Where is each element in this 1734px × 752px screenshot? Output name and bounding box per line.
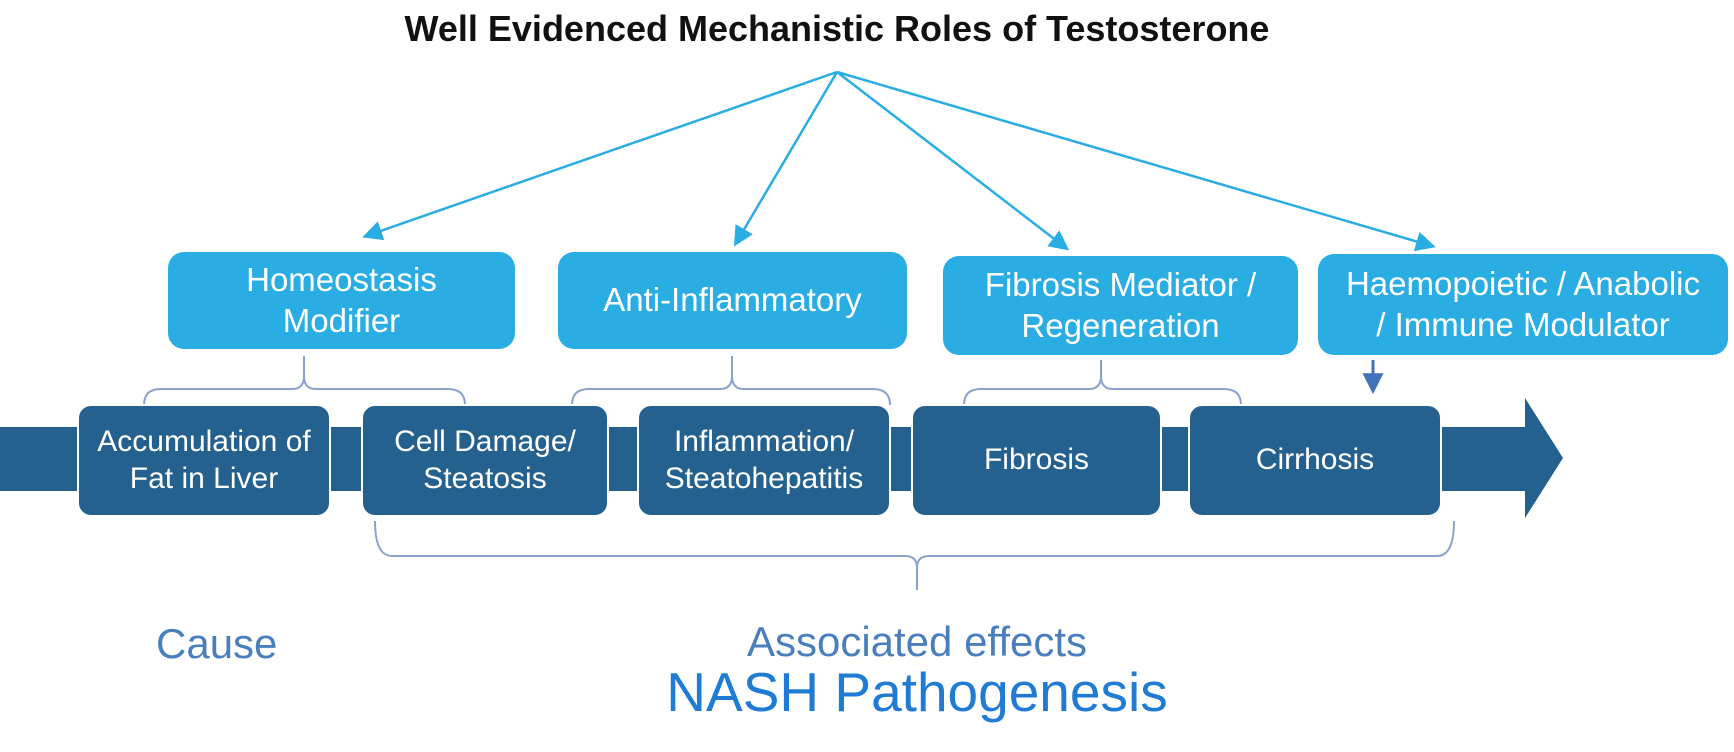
role-braces <box>143 356 1242 406</box>
brace-homeostasis <box>143 356 466 406</box>
arrow-to-fibrosis-mediator <box>836 71 1070 251</box>
role-box-fibrosis-mediator: Fibrosis Mediator / Regeneration <box>943 256 1298 355</box>
role-box-anti-inflammatory: Anti-Inflammatory <box>558 252 907 349</box>
arrow-to-anti-inflammatory <box>733 71 839 247</box>
role-box-homeostasis: Homeostasis Modifier <box>168 252 515 349</box>
brace-fibrosis-mediator <box>963 360 1242 406</box>
diagram-title: Well Evidenced Mechanistic Roles of Test… <box>404 8 1270 49</box>
role-box-haemopoietic: Haemopoietic / Anabolic / Immune Modulat… <box>1318 254 1728 355</box>
nash-pathogenesis-label: NASH Pathogenesis <box>666 661 1168 723</box>
stage-box-cell-damage: Cell Damage/ Steatosis <box>361 404 609 517</box>
brace-anti-inflammatory <box>571 356 891 406</box>
cause-label: Cause <box>156 620 278 667</box>
associated-effects-label: Associated effects <box>746 618 1088 665</box>
arrow-to-haemopoietic <box>836 70 1436 252</box>
brace-associated-effects <box>374 520 1455 590</box>
fan-arrows <box>362 70 1436 252</box>
stage-box-inflammation: Inflammation/ Steatohepatitis <box>637 404 891 517</box>
stage-box-cirrhosis: Cirrhosis <box>1188 404 1442 517</box>
arrow-to-homeostasis <box>362 70 838 241</box>
stage-box-fibrosis: Fibrosis <box>911 404 1162 517</box>
stage-box-fat-accumulation: Accumulation of Fat in Liver <box>77 404 331 517</box>
